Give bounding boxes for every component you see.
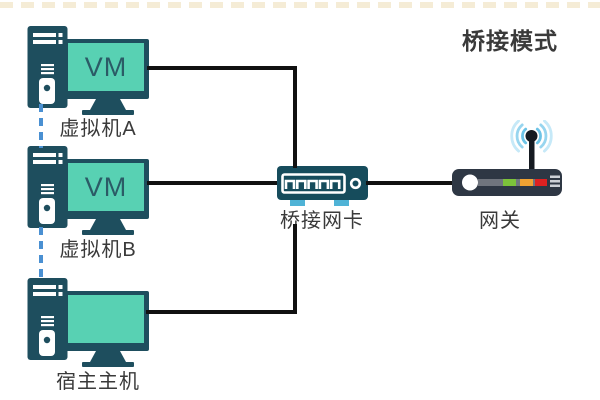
monitor-stand xyxy=(90,99,126,110)
switch-foot-left xyxy=(290,200,305,206)
dashed-link-vm-a-vm-b xyxy=(39,104,43,148)
dashed-link-vm-b-host xyxy=(39,227,43,279)
monitor-base xyxy=(82,110,134,115)
switch-body xyxy=(277,166,368,200)
gateway-label: 网关 xyxy=(479,210,521,232)
wifi-waves-icon xyxy=(510,120,553,153)
vm-a-computer-icon: VM xyxy=(27,26,149,115)
monitor-stand xyxy=(90,351,126,362)
cable-host-horizontal xyxy=(146,310,297,314)
tower xyxy=(27,26,68,108)
monitor-screen xyxy=(68,43,144,91)
power-indicator xyxy=(349,177,362,190)
vm-b-screen-label: VM xyxy=(85,172,128,202)
tower-details xyxy=(33,285,63,356)
vm-a-label: 虚拟机A xyxy=(59,118,137,140)
bridge-label: 桥接网卡 xyxy=(280,210,364,232)
led-green xyxy=(503,179,516,186)
cable-host-vertical xyxy=(293,224,297,314)
cable-vm-a-vertical xyxy=(293,66,297,168)
router-button xyxy=(462,174,478,191)
cable-vm-a-horizontal xyxy=(147,66,297,70)
diagram-title: 桥接模式 xyxy=(462,28,558,54)
led-orange xyxy=(520,179,533,186)
host-computer-icon xyxy=(27,278,149,367)
tower-details xyxy=(33,33,63,104)
led-red xyxy=(535,179,547,186)
cable-vm-b xyxy=(147,181,277,185)
network-switch-icon xyxy=(277,166,368,206)
top-dashed-border xyxy=(0,2,600,8)
switch-foot-right xyxy=(334,200,349,206)
router-vents xyxy=(550,175,560,187)
monitor-base xyxy=(82,230,134,235)
host-label: 宿主主机 xyxy=(56,371,140,393)
antenna xyxy=(529,136,535,171)
tower xyxy=(27,278,68,360)
monitor-stand xyxy=(90,219,126,230)
antenna-tip xyxy=(525,130,538,142)
port-panel xyxy=(281,173,346,194)
vm-a-screen-label: VM xyxy=(85,52,128,82)
vm-b-computer-icon: VM xyxy=(27,146,149,235)
vm-b-label: 虚拟机B xyxy=(59,239,137,261)
wireless-router-icon xyxy=(452,120,562,196)
ethernet-ports xyxy=(284,179,341,189)
monitor-screen xyxy=(68,295,144,343)
cable-switch-to-gateway xyxy=(366,181,452,185)
monitor-base xyxy=(82,362,134,367)
monitor-screen xyxy=(68,163,144,211)
tower xyxy=(27,146,68,228)
tower-details xyxy=(33,153,63,224)
